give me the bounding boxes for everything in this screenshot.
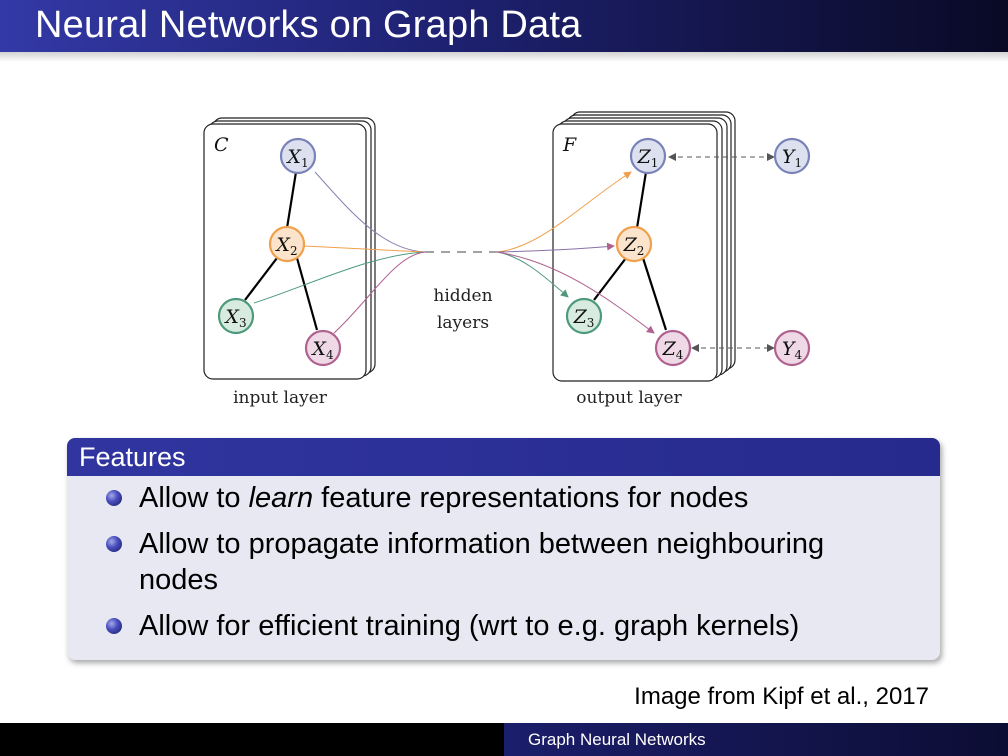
output-channel-label: F (562, 134, 577, 156)
svg-text:Z3: Z3 (573, 306, 595, 330)
footer-title: Graph Neural Networks (528, 730, 706, 749)
node-y4: Y4 (773, 329, 811, 367)
feature-item-1: Allow to learn feature representations f… (106, 480, 900, 516)
input-to-hidden-connectors (253, 171, 426, 334)
svg-text:X2: X2 (274, 234, 297, 258)
node-x4: X4 (304, 329, 342, 367)
bullet-icon (106, 618, 122, 634)
title-shadow (0, 52, 1008, 62)
features-block: Features Allow to learn feature represen… (67, 438, 940, 660)
svg-text:X4: X4 (310, 338, 334, 362)
hidden-to-output-arrows (496, 171, 655, 334)
feature-3-text: Allow for efficient training (wrt to e.g… (139, 610, 800, 642)
input-graph-edges (244, 171, 319, 331)
svg-text:X3: X3 (223, 306, 246, 330)
node-z3: Z3 (565, 297, 603, 335)
input-channel-label: C (214, 134, 229, 156)
gcn-diagram: C F X1 X2 X3 (203, 111, 811, 408)
node-z1: Z1 (629, 137, 667, 175)
hidden-label-line1: hidden (433, 286, 492, 306)
svg-text:X1: X1 (285, 146, 308, 170)
input-layer-label: input layer (233, 388, 328, 408)
output-layer-label: output layer (576, 388, 682, 408)
slide-title: Neural Networks on Graph Data (35, 4, 582, 46)
bullet-icon (106, 490, 122, 506)
feature-item-2: Allow to propagate information between n… (106, 526, 900, 598)
image-credit: Image from Kipf et al., 2017 (634, 683, 929, 710)
feature-item-3: Allow for efficient training (wrt to e.g… (106, 608, 900, 644)
output-graph-edges (593, 171, 668, 331)
bullet-icon (106, 536, 122, 552)
feature-2-line-1: Allow to propagate information between n… (139, 528, 825, 560)
feature-1-text-end: feature representations for nodes (313, 482, 749, 514)
feature-1-emphasis: learn (248, 482, 314, 514)
node-z2: Z2 (615, 225, 653, 263)
svg-text:Y4: Y4 (782, 338, 803, 362)
node-x2: X2 (268, 225, 306, 263)
footer-left (0, 723, 504, 756)
node-y1: Y1 (773, 137, 811, 175)
footer-right: Graph Neural Networks (504, 723, 1008, 756)
node-z4: Z4 (654, 329, 692, 367)
svg-text:Z4: Z4 (662, 338, 684, 362)
node-x3: X3 (217, 297, 255, 335)
hidden-label-line2: layers (437, 313, 489, 333)
node-x1: X1 (279, 137, 317, 175)
features-heading: Features (67, 438, 940, 476)
feature-1-text-start: Allow to (139, 482, 249, 514)
svg-text:Z2: Z2 (623, 234, 645, 258)
features-list: Allow to learn feature representations f… (67, 476, 940, 644)
label-links (668, 153, 775, 352)
svg-text:Y1: Y1 (782, 146, 802, 170)
feature-2-line-2: nodes (139, 564, 219, 596)
title-bar: Neural Networks on Graph Data (0, 0, 1008, 52)
svg-text:Z1: Z1 (637, 146, 659, 170)
